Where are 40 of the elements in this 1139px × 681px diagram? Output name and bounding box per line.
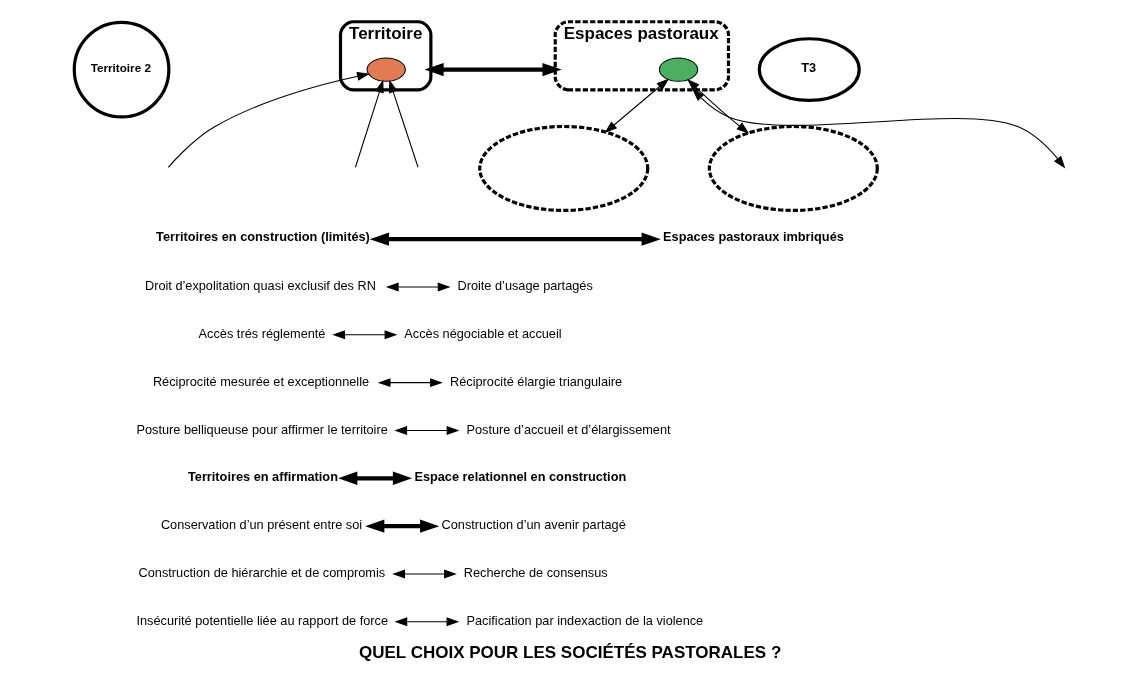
arrow [354, 79, 384, 168]
node-ellipse [366, 57, 406, 82]
node-text: Recherche de consensus [463, 565, 608, 581]
node-ellipse [478, 124, 650, 213]
arrow [167, 71, 370, 168]
arrow [604, 78, 670, 134]
arrow [394, 426, 460, 435]
node-text: Réciprocité mesurée et exceptionnelle [152, 373, 370, 389]
arrow [392, 569, 457, 579]
arrow [377, 378, 443, 388]
arrow [394, 617, 460, 627]
node-text: Espace relationnel en construction [414, 468, 627, 484]
arrow [332, 330, 398, 340]
node-text: Territoires en construction (limités) [156, 229, 370, 245]
arrow [424, 62, 562, 77]
node-text: Posture belliqueuse pour affirmer le territoire [136, 421, 388, 437]
arrow [338, 471, 413, 485]
node-text: Pacification par indexaction de la violence [466, 613, 704, 629]
arrow [385, 282, 451, 292]
node-text: Espaces pastoraux imbriqués [663, 229, 844, 245]
node-text: Accès trés réglementé [198, 326, 326, 342]
node-text: Insécurité potentielle liée au rapport de force [136, 613, 389, 629]
arrow [687, 79, 750, 134]
node-text: Construction d’un avenir partagé [441, 517, 626, 533]
node-text: Construction de hiérarchie et de compromis [138, 565, 386, 581]
node-text: Droit d’expolitation quasi exclusif des RN [144, 278, 376, 294]
node-circle: Territoire 2 [72, 20, 171, 119]
arrow [692, 88, 1066, 169]
arrow [369, 232, 661, 246]
node-text: Conservation d’un présent entre soi [160, 517, 363, 533]
arrow [389, 79, 419, 168]
node-text: Droite d’usage partagés [457, 278, 593, 294]
node-text: Posture d’accueil et d’élargissement [466, 421, 671, 437]
caption: QUEL CHOIX POUR LES SOCIÉTÉS PASTORALES ? [359, 642, 782, 662]
arrow [365, 519, 440, 533]
node-ellipse: T3 [757, 37, 861, 103]
node-text: Territoires en affirmation [187, 468, 338, 484]
node-text: Réciprocité élargie triangulaire [450, 373, 623, 389]
node-ellipse [658, 57, 699, 82]
node-text: Accès négociable et accueil [404, 326, 562, 342]
